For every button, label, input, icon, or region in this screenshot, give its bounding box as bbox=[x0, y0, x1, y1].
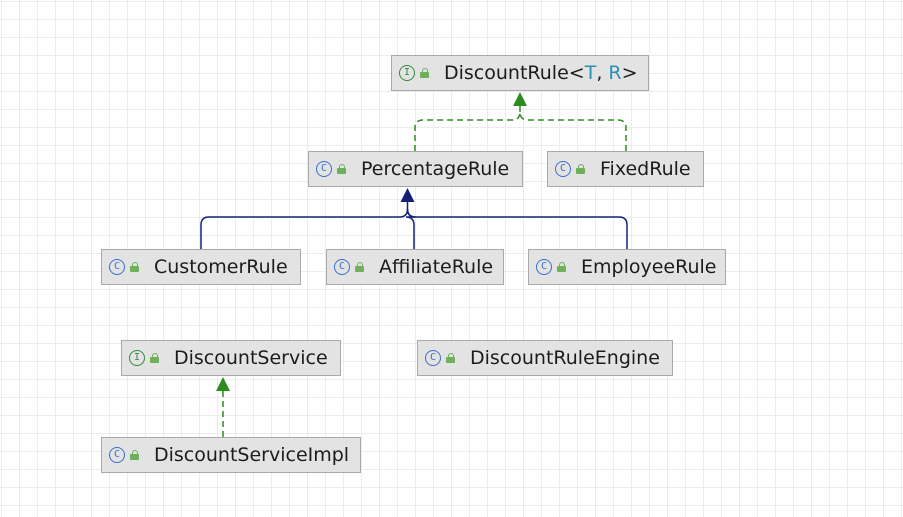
interface-icon: I bbox=[129, 350, 145, 366]
class-name: DiscountService bbox=[174, 347, 328, 369]
class-name: FixedRule bbox=[600, 158, 691, 180]
class-name: CustomerRule bbox=[154, 256, 288, 278]
class-node-discount-service-impl[interactable]: C DiscountServiceImpl bbox=[101, 437, 361, 473]
arrowhead-discount-service bbox=[216, 377, 230, 391]
class-name-text: FixedRule bbox=[600, 158, 691, 180]
class-icon: C bbox=[316, 161, 332, 177]
edge-fixed-rule-to-discount-rule bbox=[519, 111, 627, 151]
class-name-text: EmployeeRule bbox=[581, 256, 717, 278]
public-lock-icon bbox=[355, 262, 364, 272]
class-name: DiscountRule<T, R> bbox=[444, 62, 638, 84]
class-name-text: DiscountRuleEngine bbox=[470, 347, 660, 369]
class-name-text: PercentageRule bbox=[361, 158, 510, 180]
class-name: EmployeeRule bbox=[581, 256, 716, 278]
class-name: PercentageRule bbox=[361, 158, 509, 180]
public-lock-icon bbox=[130, 262, 139, 272]
class-icon: C bbox=[425, 350, 441, 366]
edge-percentage-rule-to-discount-rule bbox=[414, 111, 521, 151]
class-node-affiliate-rule[interactable]: C AffiliateRule bbox=[326, 249, 504, 285]
class-icon: C bbox=[536, 259, 552, 275]
generic-separator: , bbox=[596, 62, 609, 84]
class-node-discount-rule[interactable]: I DiscountRule<T, R> bbox=[391, 55, 649, 91]
class-icon: C bbox=[109, 447, 125, 463]
public-lock-icon bbox=[446, 353, 455, 363]
class-name-text: DiscountServiceImpl bbox=[154, 444, 350, 466]
public-lock-icon bbox=[130, 450, 139, 460]
class-node-percentage-rule[interactable]: C PercentageRule bbox=[308, 151, 523, 187]
class-name-text: CustomerRule bbox=[154, 256, 288, 278]
class-name: DiscountRuleEngine bbox=[470, 347, 660, 369]
class-name-text: DiscountRule bbox=[444, 62, 569, 84]
public-lock-icon bbox=[557, 262, 566, 272]
class-name-text: AffiliateRule bbox=[379, 256, 494, 278]
class-icon: C bbox=[334, 259, 350, 275]
class-node-fixed-rule[interactable]: C FixedRule bbox=[547, 151, 704, 187]
generic-close-bracket: > bbox=[621, 62, 638, 84]
type-parameter: T bbox=[584, 62, 597, 84]
public-lock-icon bbox=[337, 164, 346, 174]
class-node-customer-rule[interactable]: C CustomerRule bbox=[101, 249, 301, 285]
interface-icon: I bbox=[399, 65, 415, 81]
public-lock-icon bbox=[576, 164, 585, 174]
edge-affiliate-rule-to-percentage-rule bbox=[405, 208, 416, 249]
class-name-text: DiscountService bbox=[174, 347, 328, 369]
arrowhead-percentage-rule bbox=[400, 188, 415, 202]
edge-employee-rule-to-percentage-rule bbox=[406, 208, 628, 249]
class-name: DiscountServiceImpl bbox=[154, 444, 349, 466]
edge-customer-rule-to-percentage-rule bbox=[200, 208, 409, 249]
class-icon: C bbox=[109, 259, 125, 275]
class-node-employee-rule[interactable]: C EmployeeRule bbox=[528, 249, 726, 285]
type-parameter: R bbox=[608, 62, 622, 84]
generic-open-bracket: < bbox=[568, 62, 585, 84]
class-icon: C bbox=[555, 161, 571, 177]
public-lock-icon bbox=[150, 353, 159, 363]
arrowhead-discount-rule bbox=[513, 92, 527, 106]
class-node-discount-rule-engine[interactable]: C DiscountRuleEngine bbox=[417, 340, 673, 376]
class-node-discount-service[interactable]: I DiscountService bbox=[121, 340, 341, 376]
public-lock-icon bbox=[420, 68, 429, 78]
class-name: AffiliateRule bbox=[379, 256, 493, 278]
